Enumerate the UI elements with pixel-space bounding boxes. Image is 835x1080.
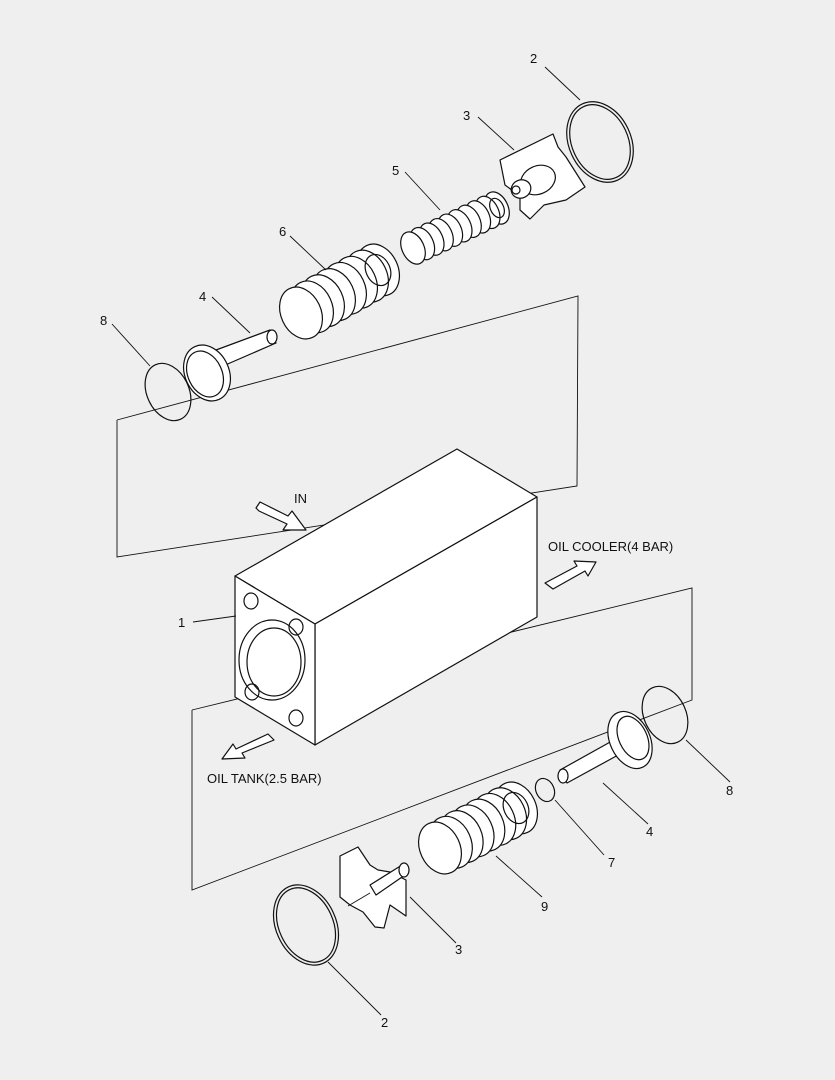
top-outer-spring xyxy=(278,243,401,340)
callout-top-8: 8 xyxy=(100,313,107,328)
spring-coil xyxy=(278,286,324,340)
callout-top-3: 3 xyxy=(463,108,470,123)
bottom-spring xyxy=(417,781,539,875)
bottom-spring-seat xyxy=(339,846,410,929)
top-spring-seat xyxy=(499,133,586,220)
callout-bot-4: 4 xyxy=(646,824,653,839)
valve-body-block xyxy=(234,448,538,746)
bottom-o-ring-large xyxy=(272,884,340,966)
callout-top-6: 6 xyxy=(279,224,286,239)
spring-end-opening xyxy=(489,197,505,219)
label-oil-tank: OIL TANK(2.5 BAR) xyxy=(207,771,322,786)
callout-bot-7: 7 xyxy=(608,855,615,870)
callout-top-4: 4 xyxy=(199,289,206,304)
callout-top-5: 5 xyxy=(392,163,399,178)
bolt-hole-2 xyxy=(288,618,304,636)
oil-tank-flow-arrow xyxy=(221,733,275,760)
top-o-ring-small xyxy=(144,362,192,422)
label-in: IN xyxy=(294,491,307,506)
leader-lines xyxy=(111,66,731,1016)
bottom-poppet xyxy=(557,710,653,784)
spring-end-opening xyxy=(502,791,530,825)
callout-bot-3: 3 xyxy=(455,942,462,957)
callout-bot-2: 2 xyxy=(381,1015,388,1030)
bolt-hole-3 xyxy=(244,683,260,701)
spring-coil xyxy=(400,231,426,265)
bottom-o-ring-small xyxy=(641,685,689,745)
top-assembly-frame xyxy=(116,295,579,558)
callout-body-1: 1 xyxy=(178,615,185,630)
oil-cooler-flow-arrow xyxy=(544,560,597,590)
callout-bot-9: 9 xyxy=(541,899,548,914)
top-o-ring-large xyxy=(566,101,634,183)
body-port-bore xyxy=(238,619,306,701)
top-inner-spring xyxy=(400,191,510,265)
spring-coil xyxy=(417,821,463,875)
bottom-assembly-frame xyxy=(191,587,693,891)
callout-top-2: 2 xyxy=(530,51,537,66)
spring-end-opening xyxy=(364,253,392,287)
callout-bot-8: 8 xyxy=(726,783,733,798)
bottom-small-o-ring xyxy=(534,777,556,803)
in-flow-arrow xyxy=(255,501,307,531)
top-poppet xyxy=(182,329,278,402)
label-oil-cooler: OIL COOLER(4 BAR) xyxy=(548,539,673,554)
bolt-hole-4 xyxy=(288,709,304,727)
bolt-hole-1 xyxy=(243,592,259,610)
